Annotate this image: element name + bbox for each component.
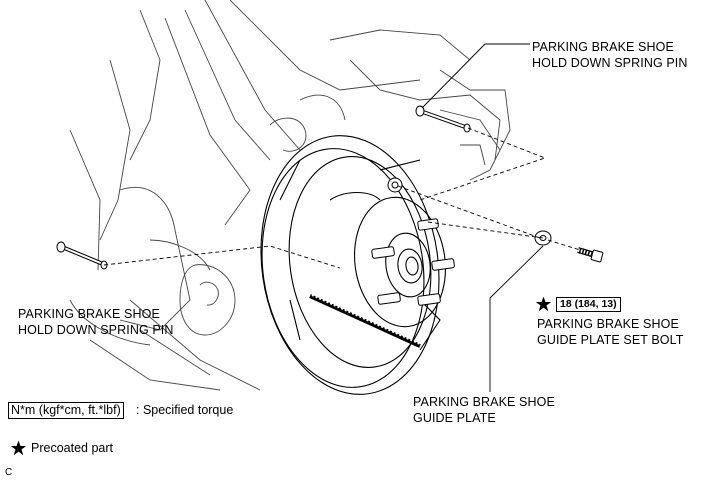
star-icon — [535, 296, 552, 312]
installation-lines — [103, 127, 581, 269]
parking-brake-cable — [309, 294, 421, 348]
figure-code: C — [5, 467, 13, 478]
label-upper-pin-line2: HOLD DOWN SPRING PIN — [532, 56, 688, 70]
label-lower-pin-line2: HOLD DOWN SPRING PIN — [18, 323, 174, 337]
leader-lines — [421, 43, 544, 392]
hub-studs — [371, 177, 455, 306]
star-icon — [10, 440, 27, 456]
guide-plate-set-bolt — [577, 247, 604, 263]
backing-plate — [260, 135, 447, 395]
label-bolt-line2: GUIDE PLATE SET BOLT — [537, 333, 684, 347]
upper-spring-pin — [415, 105, 471, 133]
background-suspension — [69, 0, 511, 391]
label-guide-plate-line2: GUIDE PLATE — [413, 411, 496, 425]
torque-value-box: 18 (184, 13) — [556, 297, 621, 312]
guide-plate-washer — [534, 230, 552, 246]
legend-precoated: Precoated part — [31, 441, 113, 455]
label-bolt-line1: PARKING BRAKE SHOE — [537, 317, 679, 331]
legend-torque-desc: : Specified torque — [136, 403, 234, 417]
legend-torque-unit: N*m (kgf*cm, ft.*lbf) — [8, 402, 124, 419]
label-upper-pin-line1: PARKING BRAKE SHOE — [532, 40, 674, 54]
label-guide-plate-line1: PARKING BRAKE SHOE — [413, 395, 555, 409]
label-lower-pin-line1: PARKING BRAKE SHOE — [18, 307, 160, 321]
lower-spring-pin — [56, 241, 108, 270]
